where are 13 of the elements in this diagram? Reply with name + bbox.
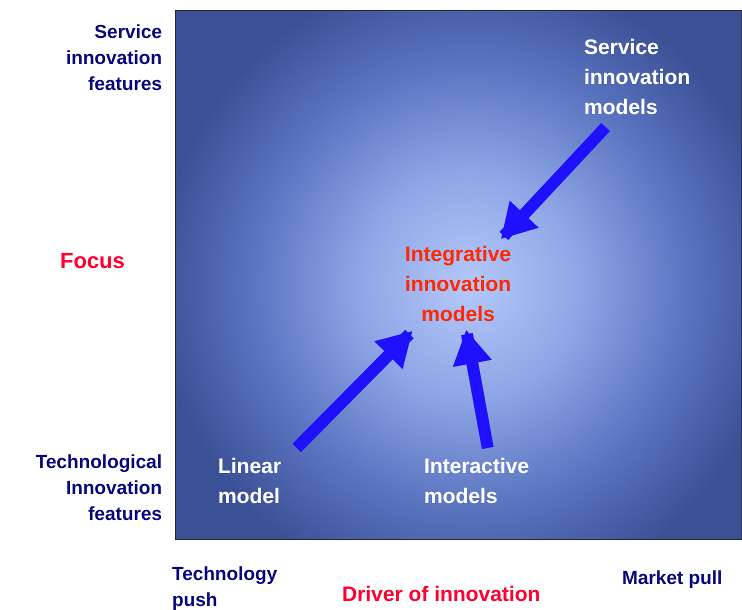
axis-label: Service innovation features [64, 21, 162, 97]
node-label: Integrative innovation models [390, 240, 526, 330]
arrow [292, 330, 414, 452]
node-label: Service innovation models [584, 33, 719, 123]
axis-label: Technological Innovation features [34, 451, 162, 527]
arrow [452, 330, 494, 450]
arrow [499, 122, 610, 240]
node-label: Interactive models [424, 452, 564, 512]
axis-label: Driver of innovation [342, 582, 542, 608]
axis-label: Focus [60, 248, 126, 274]
axis-label: Market pull [622, 567, 724, 591]
axis-label: Technology push [172, 563, 278, 610]
node-label: Linear model [218, 452, 308, 512]
